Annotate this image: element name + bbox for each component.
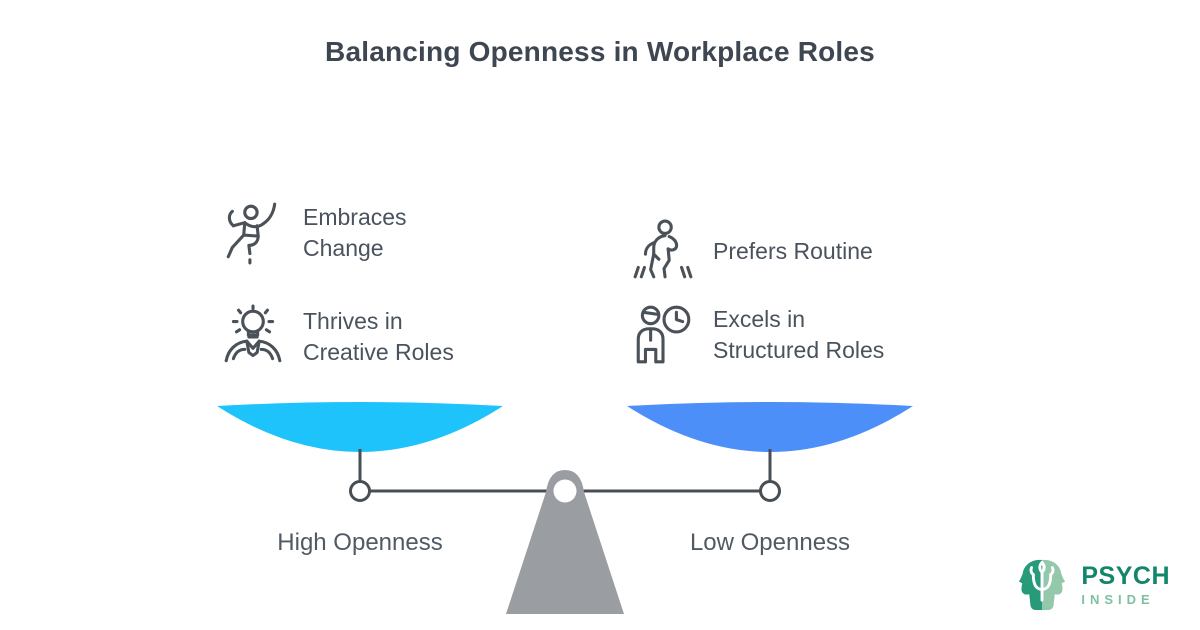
feature-prefers-routine: Prefers Routine (630, 216, 873, 286)
feature-label: Embraces Change (303, 204, 407, 261)
feature-thrives-creative: Thrives in Creative Roles (220, 302, 454, 372)
feature-embraces-change: Embraces Change (220, 198, 407, 268)
logo-text: PSYCH INSIDE (1081, 561, 1170, 608)
scale-fulcrum (506, 470, 624, 614)
feature-label: Thrives in Creative Roles (303, 308, 454, 365)
high-openness-label: High Openness (277, 529, 443, 556)
page-title: Balancing Openness in Workplace Roles (325, 36, 875, 67)
left-scale-pan (217, 402, 503, 452)
feature-excels-structured: Excels in Structured Roles (630, 300, 884, 370)
dancing-person-icon (220, 198, 286, 268)
psych-inside-logo-icon (1013, 556, 1071, 614)
feature-label: Excels in Structured Roles (713, 306, 885, 363)
left-beam-joint (349, 480, 371, 502)
person-clock-icon (630, 300, 696, 370)
feature-label: Prefers Routine (713, 237, 873, 264)
fulcrum-hole (553, 479, 577, 503)
right-scale-pan (627, 402, 913, 452)
walking-person-icon (630, 216, 696, 286)
low-openness-label: Low Openness (689, 529, 851, 556)
logo-subtitle: INSIDE (1081, 592, 1155, 608)
lightbulb-person-icon (220, 302, 286, 372)
right-beam-joint (759, 480, 781, 502)
brand-logo: PSYCH INSIDE (1013, 556, 1170, 614)
logo-name: PSYCH (1081, 561, 1170, 590)
